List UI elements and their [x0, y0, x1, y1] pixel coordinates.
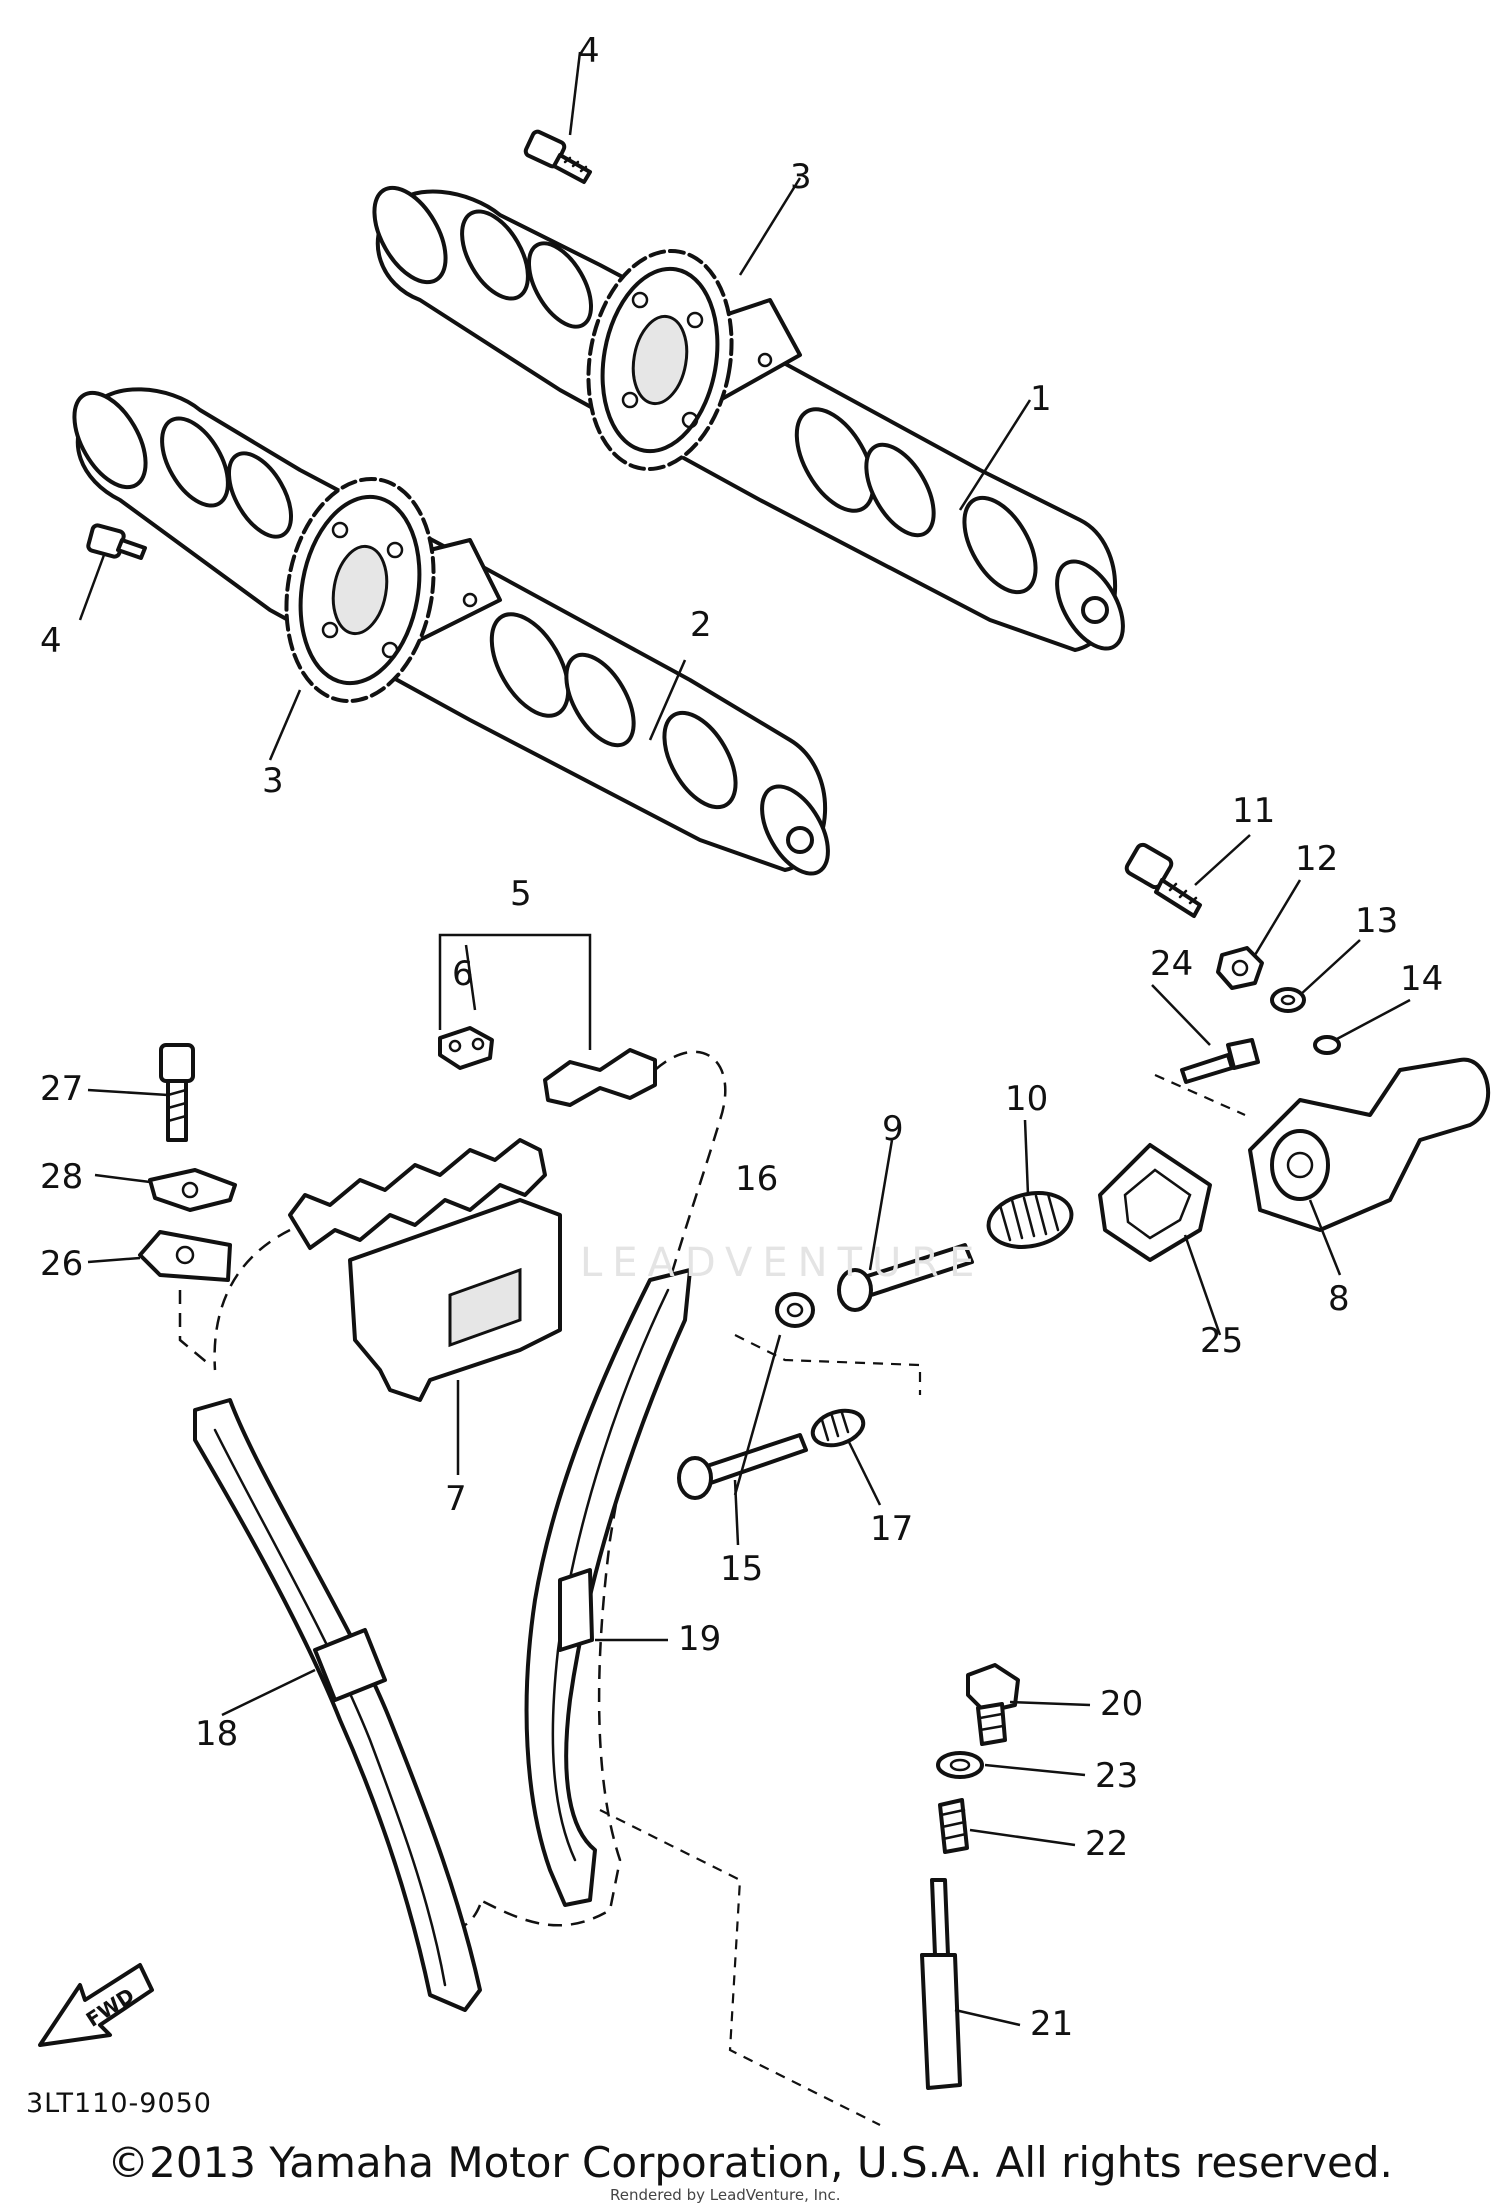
callout-15: 15 [720, 1549, 763, 1589]
sprocket-bolt-upper[interactable] [523, 129, 592, 184]
bolt-24-line [1154, 1073, 1246, 1117]
spring-22[interactable] [938, 1798, 969, 1854]
callout-13: 13 [1355, 901, 1398, 941]
callout-4-upper: 4 [578, 31, 600, 71]
callout-18: 18 [195, 1714, 238, 1754]
chain-guide-18[interactable] [193, 1398, 482, 2012]
o-ring-14[interactable] [1313, 1035, 1341, 1055]
callout-25: 25 [1200, 1321, 1243, 1361]
pushrod-21[interactable] [920, 1878, 962, 2090]
render-note: Rendered by LeadVenture, Inc. [610, 2186, 841, 2204]
callout-22: 22 [1085, 1824, 1128, 1864]
callout-2: 2 [690, 605, 712, 645]
nut-12[interactable] [1216, 946, 1264, 990]
callout-28: 28 [40, 1157, 83, 1197]
tensioner-assembly-bracket [734, 1334, 922, 1395]
washer-13[interactable] [1270, 987, 1306, 1013]
callout-23: 23 [1095, 1756, 1138, 1796]
cam-sprocket-lower[interactable] [270, 467, 451, 713]
callout-6: 6 [452, 954, 474, 994]
plate-26[interactable] [138, 1230, 232, 1282]
callout-19: 19 [678, 1619, 721, 1659]
fwd-arrow-icon: FWD [38, 1963, 154, 2047]
callout-labels: 4 3 1 2 4 3 5 6 7 8 9 10 11 12 13 14 15 … [40, 31, 1443, 2044]
bolt-27[interactable] [159, 1043, 195, 1142]
pushrod-line [599, 1809, 881, 2126]
callout-9: 9 [882, 1109, 904, 1149]
washer-23[interactable] [936, 1751, 984, 1779]
callout-3-upper: 3 [790, 157, 812, 197]
callout-24: 24 [1150, 944, 1193, 984]
callout-12: 12 [1295, 839, 1338, 879]
timing-chain[interactable] [213, 1048, 727, 1930]
tensioner-gasket[interactable] [1098, 1143, 1212, 1262]
cam-sprocket-upper[interactable] [572, 240, 748, 481]
sprocket-bolt-lower[interactable] [86, 523, 147, 560]
callout-27: 27 [40, 1069, 83, 1109]
copyright-notice: ©2013 Yamaha Motor Corporation, U.S.A. A… [107, 2138, 1393, 2187]
tensioner-body[interactable] [1248, 1057, 1490, 1232]
callout-20: 20 [1100, 1684, 1143, 1724]
plate-26-line [178, 1290, 211, 1366]
chain-guide-19[interactable] [524, 1268, 692, 1907]
callout-3-lower: 3 [262, 761, 284, 801]
tensioner-spring-17[interactable] [808, 1405, 867, 1452]
callout-11: 11 [1232, 791, 1275, 831]
tensioner-rod-15[interactable] [677, 1433, 808, 1500]
callout-1: 1 [1030, 379, 1052, 419]
callout-5: 5 [510, 874, 532, 914]
bolt-20[interactable] [966, 1663, 1020, 1746]
callout-7: 7 [445, 1479, 467, 1519]
master-link[interactable] [438, 1026, 494, 1070]
plate-28[interactable] [148, 1168, 237, 1212]
callout-4-lower: 4 [40, 621, 62, 661]
callout-14: 14 [1400, 959, 1443, 999]
camshaft-2[interactable] [60, 381, 842, 885]
watermark: LEADVENTURE [580, 1240, 985, 1286]
callout-17: 17 [870, 1509, 913, 1549]
leader-lines [78, 51, 1411, 2027]
callout-8: 8 [1328, 1279, 1350, 1319]
bolt-24[interactable] [1180, 1038, 1260, 1084]
tensioner-rod-9[interactable] [837, 1243, 974, 1312]
chain-guide-7[interactable] [348, 1198, 562, 1402]
tensioner-spring-10[interactable] [984, 1186, 1077, 1254]
callout-26: 26 [40, 1244, 83, 1284]
callout-21: 21 [1030, 2004, 1073, 2044]
callout-10: 10 [1005, 1079, 1048, 1119]
callout-16: 16 [735, 1159, 778, 1199]
diagram-code: 3LT110-9050 [26, 2088, 212, 2119]
camshaft-1[interactable] [360, 176, 1137, 660]
bolt-11[interactable] [1124, 842, 1202, 918]
washer-16[interactable] [775, 1292, 815, 1328]
